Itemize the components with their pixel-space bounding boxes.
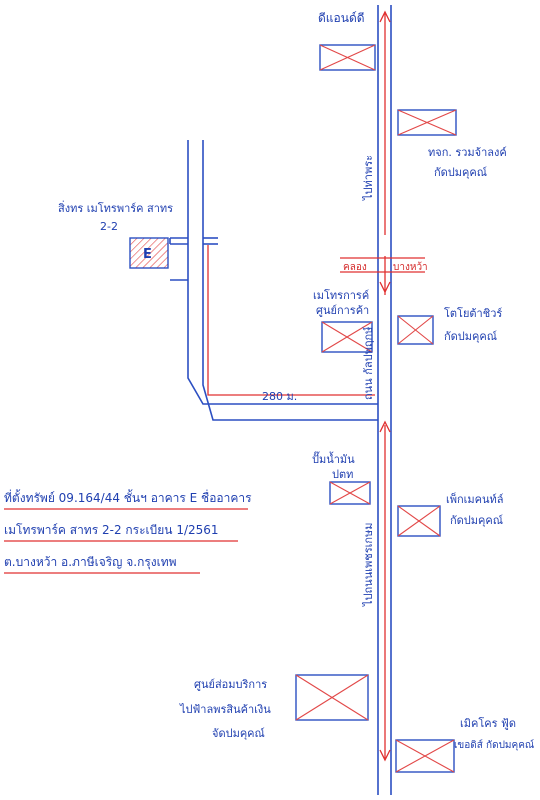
building-metro-mall: [321, 321, 373, 353]
building-makro: [397, 505, 441, 537]
label-makro-food: เมิคโคร ฟู้ด: [460, 716, 516, 730]
route-arrows: [379, 10, 391, 762]
road-junction-marks: [169, 237, 218, 281]
target-mark: E: [143, 247, 152, 262]
label-distance: 280 ม.: [262, 390, 297, 403]
building-makro-food: [395, 739, 455, 773]
label-to-north: ไปท่าพระ: [362, 155, 375, 201]
label-metro: เมโทรการค์: [313, 288, 369, 302]
address-line3: ต.บางหว้า อ.ภาษีเจริญ จ.กรุงเทพ: [4, 555, 177, 570]
label-service-sub2: จัดปมคุคณ์: [212, 727, 265, 740]
address-line1: ที่ตั้งทรัพย์ 09.164/44 ชั้นฯ อาคาร E ชื…: [4, 489, 252, 505]
label-bank: ทจก. รวมจ้าลงค์: [428, 146, 507, 159]
label-service-sub1: ไปฟ้าลพรสินค้าเงิน: [179, 703, 271, 716]
label-main-road: ถนน กัลปพฤกษ์: [362, 326, 375, 400]
label-service: ศูนย์ส่อมบริการ: [194, 678, 267, 691]
distance-route: [207, 245, 375, 396]
label-to-south: ไปถนนเพชรเกษม: [362, 522, 375, 607]
building-dnd: [319, 44, 376, 71]
label-junction-right: บางหว้า: [393, 261, 428, 273]
label-bank-sub: กัดปมคุคณ์: [434, 166, 487, 179]
building-toyota: [397, 315, 434, 345]
label-dnd: ดีแอนด์ดี: [318, 11, 365, 25]
label-gas-sub: ปตท: [332, 468, 353, 481]
building-bank: [397, 109, 457, 136]
building-gas-station: [329, 481, 371, 505]
address-line2: เมโทรพาร์ค สาทร 2-2 กระเบียน 1/2561: [4, 523, 219, 537]
label-gas: ปั๊มน้ำมัน: [312, 451, 355, 466]
address-block: ที่ตั้งทรัพย์ 09.164/44 ชั้นฯ อาคาร E ชื…: [4, 489, 252, 574]
side-road: [187, 140, 378, 421]
label-target: สิ่งทร เมโทรพาร์ค สาทร: [58, 200, 173, 215]
label-junction-left: คลอง: [343, 262, 367, 273]
building-service-center: [295, 674, 369, 721]
label-target-sub: 2-2: [100, 220, 118, 233]
label-toyota-sub: กัดปมคุคณ์: [444, 330, 497, 343]
canal-crossing: [340, 257, 425, 273]
target-building: E: [129, 237, 169, 269]
label-metro-sub: ศูนย์การค้า: [316, 304, 369, 317]
label-makro: เพ็กเมคนท์ล์: [446, 492, 504, 506]
main-road: [377, 5, 392, 795]
label-makro-food-sub: เขอดิส์ กัดปมคุคณ์: [454, 739, 534, 751]
label-toyota: โตโยต้าชิวร์: [444, 306, 502, 320]
label-makro-sub: กัดปมคุคณ์: [450, 514, 503, 527]
